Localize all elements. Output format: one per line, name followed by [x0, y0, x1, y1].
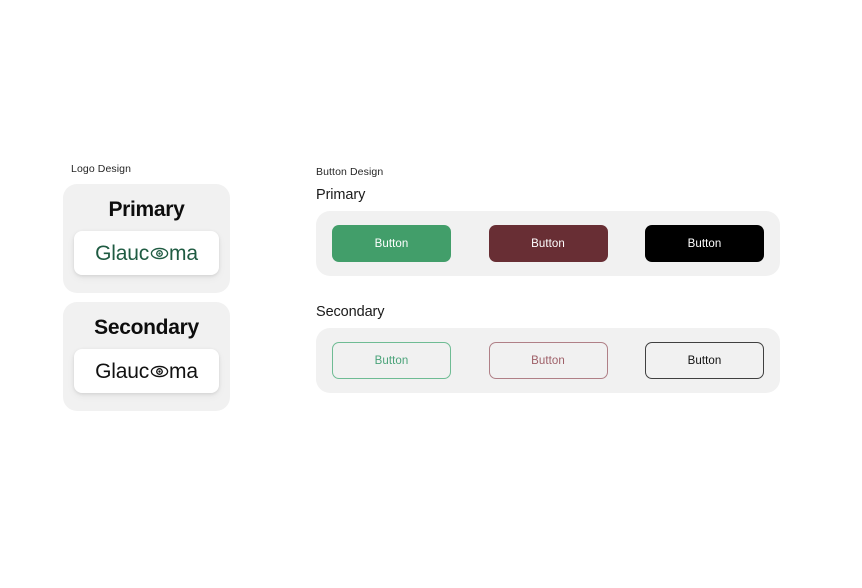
secondary-button-black[interactable]: Button	[645, 342, 764, 379]
logo-card-secondary-title: Secondary	[94, 316, 199, 339]
wordmark-primary-suffix: ma	[169, 241, 198, 265]
primary-buttons-tray: Button Button Button	[316, 211, 780, 276]
primary-button-maroon[interactable]: Button	[488, 225, 608, 262]
wordmark-secondary-prefix: Glauc	[95, 359, 150, 383]
secondary-button-maroon[interactable]: Button	[488, 342, 608, 379]
button-design-section-label: Button Design	[316, 166, 384, 178]
primary-button-black[interactable]: Button	[645, 225, 764, 262]
secondary-buttons-tray: Button Button Button	[316, 328, 780, 393]
wordmark-primary-prefix: Glauc	[95, 241, 150, 265]
logo-plate-primary: Glauc ma	[74, 231, 219, 276]
secondary-buttons-heading: Secondary	[316, 304, 385, 320]
logo-card-primary-title: Primary	[108, 198, 185, 221]
primary-buttons-heading: Primary	[316, 187, 366, 203]
wordmark-secondary: Glauc ma	[95, 361, 198, 382]
secondary-button-green[interactable]: Button	[332, 342, 451, 379]
primary-button-green[interactable]: Button	[332, 225, 451, 262]
logo-card-secondary: Secondary Glauc ma	[63, 302, 230, 412]
eye-icon	[150, 244, 169, 263]
eye-icon	[150, 362, 169, 381]
logo-plate-secondary: Glauc ma	[74, 349, 219, 394]
logo-design-section-label: Logo Design	[71, 163, 132, 175]
wordmark-secondary-suffix: ma	[169, 359, 198, 383]
logo-card-primary: Primary Glauc ma	[63, 184, 230, 294]
wordmark-primary: Glauc ma	[95, 243, 198, 264]
